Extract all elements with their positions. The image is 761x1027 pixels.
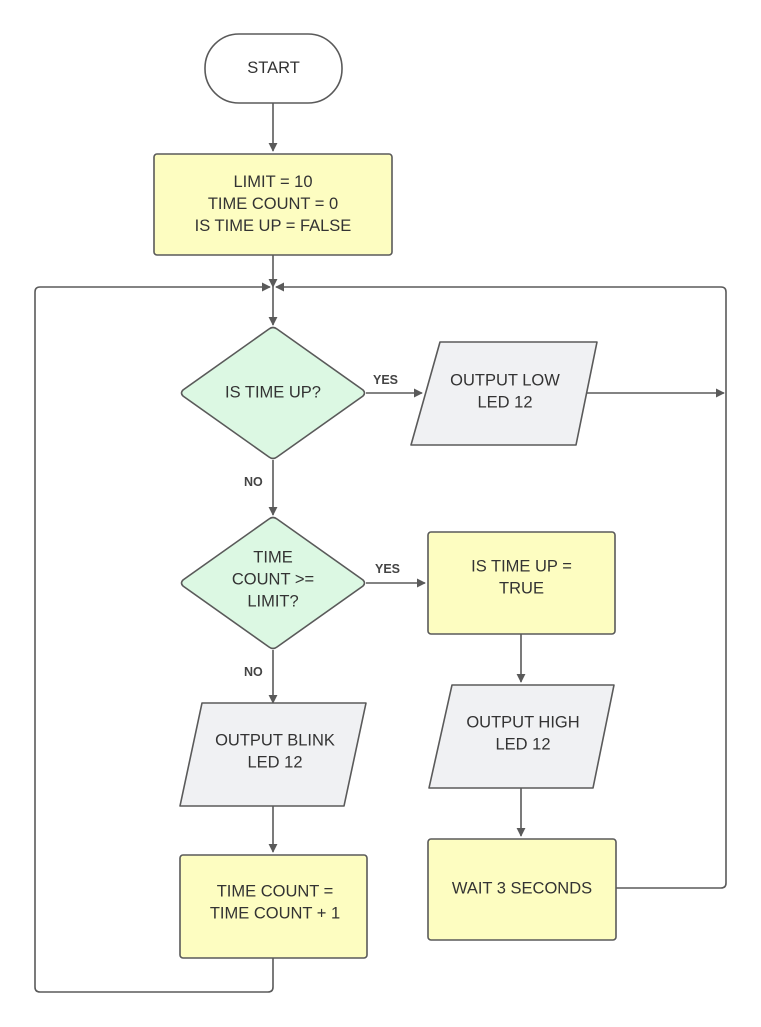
output-high-label-line: LED 12 bbox=[495, 735, 550, 753]
output-blink-label: OUTPUT BLINK LED 12 bbox=[215, 731, 335, 771]
output-blink-node: OUTPUT BLINK LED 12 bbox=[179, 702, 367, 807]
output-high-label: OUTPUT HIGH LED 12 bbox=[466, 713, 579, 753]
edge-label-is-time-up-yes: YES bbox=[373, 373, 398, 387]
start-label-line: START bbox=[247, 59, 300, 77]
start-node: START bbox=[204, 33, 343, 104]
count-check-diamond-shape bbox=[180, 516, 366, 650]
init-node: LIMIT = 10 TIME COUNT = 0 IS TIME UP = FAL… bbox=[153, 153, 393, 256]
set-time-up-label-line: IS TIME UP = bbox=[471, 557, 572, 575]
edge-increment-loop-back bbox=[34, 282, 274, 993]
count-check-label-line: COUNT >= bbox=[232, 570, 314, 588]
output-high-label-line: OUTPUT HIGH bbox=[466, 713, 579, 731]
output-low-io-shape bbox=[410, 341, 598, 446]
output-blink-label-line: OUTPUT BLINK bbox=[215, 731, 335, 749]
output-blink-io-shape bbox=[179, 702, 367, 807]
wait-node: WAIT 3 SECONDS bbox=[427, 838, 617, 941]
increment-node: TIME COUNT = TIME COUNT + 1 bbox=[179, 854, 368, 959]
edge-label-count-check-no: NO bbox=[244, 665, 263, 679]
init-process-shape bbox=[153, 153, 393, 256]
set-time-up-process-shape bbox=[427, 531, 616, 635]
init-label-line: TIME COUNT = 0 bbox=[208, 195, 338, 213]
increment-label: TIME COUNT = TIME COUNT + 1 bbox=[210, 882, 340, 922]
increment-label-line: TIME COUNT = bbox=[217, 882, 334, 900]
increment-process-shape bbox=[179, 854, 368, 959]
output-high-node: OUTPUT HIGH LED 12 bbox=[428, 684, 615, 789]
is-time-up-decision: IS TIME UP? bbox=[180, 326, 366, 460]
start-label: START bbox=[247, 59, 300, 77]
wait-label: WAIT 3 SECONDS bbox=[452, 879, 592, 897]
count-check-label: TIME COUNT >= LIMIT? bbox=[232, 548, 314, 610]
init-label: LIMIT = 10 TIME COUNT = 0 IS TIME UP = FAL… bbox=[195, 173, 352, 235]
output-low-node: OUTPUT LOW LED 12 bbox=[410, 341, 598, 446]
set-time-up-label: IS TIME UP = TRUE bbox=[471, 557, 572, 597]
init-label-line: IS TIME UP = FALSE bbox=[195, 217, 352, 235]
edge-wait-loop-back bbox=[275, 282, 727, 889]
count-check-label-line: LIMIT? bbox=[247, 592, 298, 610]
edge-label-count-check-yes: YES bbox=[375, 562, 400, 576]
set-time-up-node: IS TIME UP = TRUE bbox=[427, 531, 616, 635]
increment-label-line: TIME COUNT + 1 bbox=[210, 904, 340, 922]
edge-label-is-time-up-no: NO bbox=[244, 475, 263, 489]
set-time-up-label-line: TRUE bbox=[499, 579, 544, 597]
init-label-line: LIMIT = 10 bbox=[233, 173, 312, 191]
output-low-label-line: OUTPUT LOW bbox=[450, 371, 560, 389]
count-check-decision: TIME COUNT >= LIMIT? bbox=[180, 516, 366, 650]
wait-process-shape bbox=[427, 838, 617, 941]
output-blink-label-line: LED 12 bbox=[247, 753, 302, 771]
is-time-up-diamond-shape bbox=[180, 326, 366, 460]
start-terminal-shape bbox=[204, 33, 343, 104]
wait-label-line: WAIT 3 SECONDS bbox=[452, 879, 592, 897]
output-low-label-line: LED 12 bbox=[477, 393, 532, 411]
output-high-io-shape bbox=[428, 684, 615, 789]
count-check-label-line: TIME bbox=[253, 548, 292, 566]
is-time-up-label-line: IS TIME UP? bbox=[225, 383, 321, 401]
output-low-label: OUTPUT LOW LED 12 bbox=[450, 371, 560, 411]
is-time-up-label: IS TIME UP? bbox=[225, 383, 321, 401]
